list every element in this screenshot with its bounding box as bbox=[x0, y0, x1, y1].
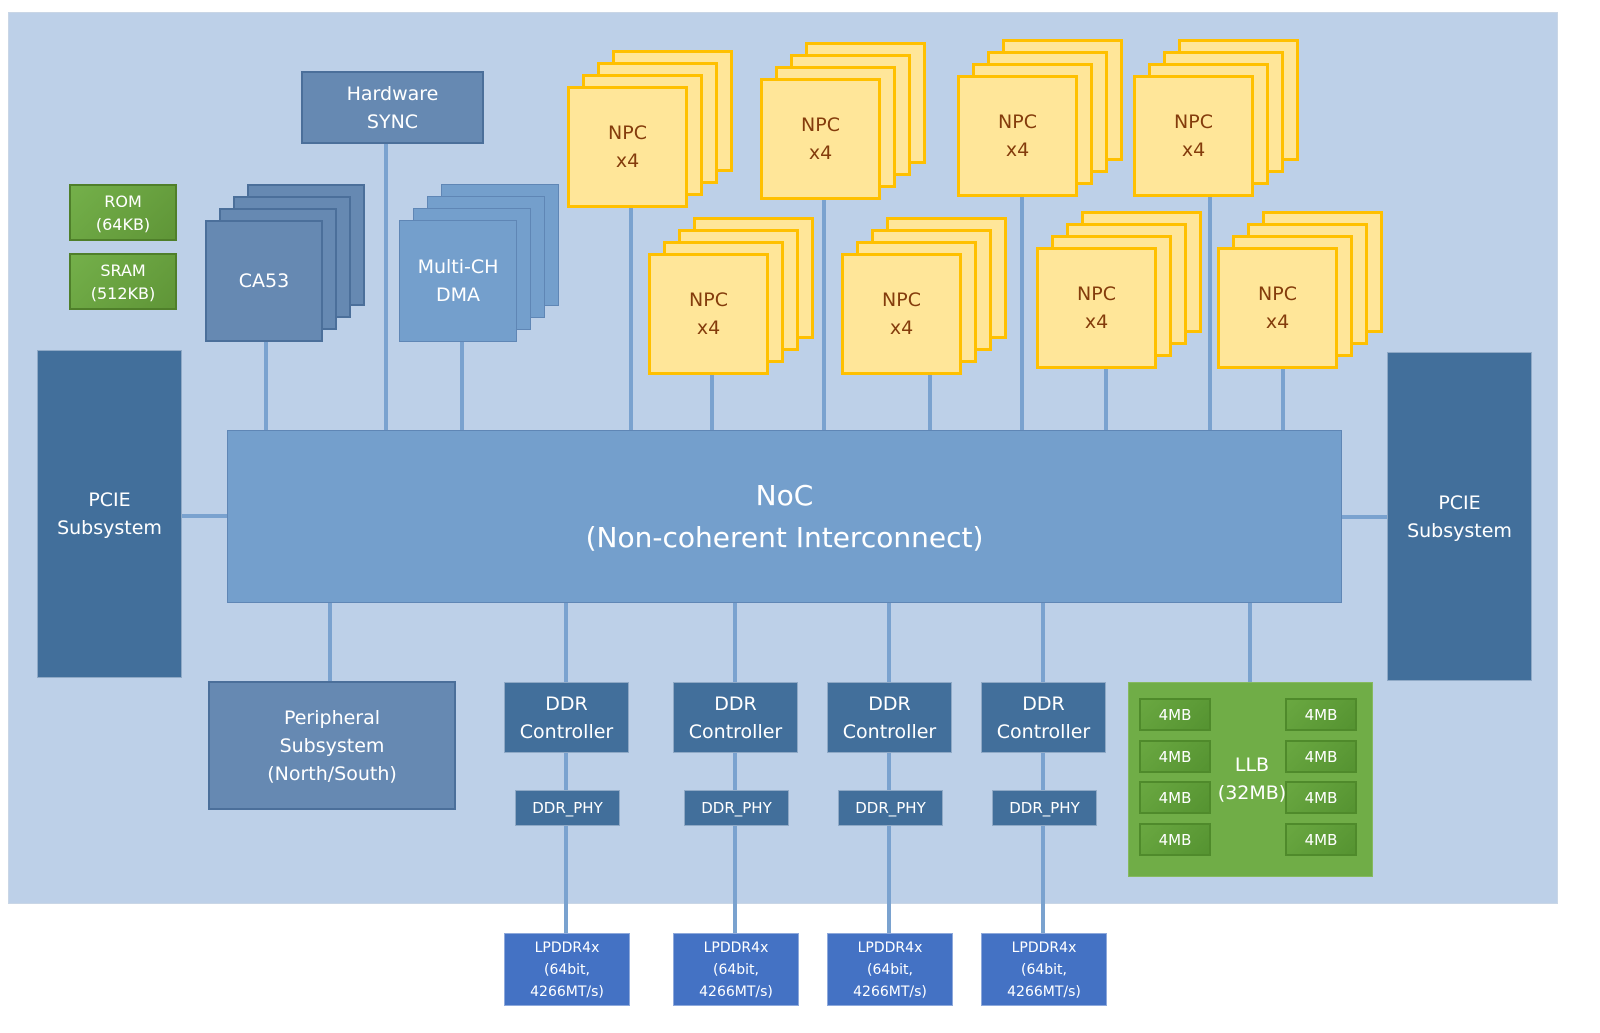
llb-bank: 4MB bbox=[1139, 781, 1211, 814]
ddr-controller: DDR Controller bbox=[673, 682, 798, 753]
llb-bank: 4MB bbox=[1139, 740, 1211, 773]
wire-vertical bbox=[1281, 368, 1285, 430]
noc-subtitle: (Non-coherent Interconnect) bbox=[585, 520, 984, 554]
llb-bank: 4MB bbox=[1139, 823, 1211, 856]
llb-bank: 4MB bbox=[1139, 698, 1211, 731]
npc-cluster-3-front: NPC x4 bbox=[957, 75, 1078, 197]
ddr-controller: DDR Controller bbox=[981, 682, 1106, 753]
wire-vertical bbox=[887, 753, 891, 790]
lpddr4x-memory: LPDDR4x (64bit, 4266MT/s) bbox=[504, 933, 630, 1006]
wire-horizontal bbox=[182, 514, 228, 518]
ddr-phy: DDR_PHY bbox=[684, 790, 789, 826]
ddr-phy: DDR_PHY bbox=[515, 790, 620, 826]
wire-vertical bbox=[460, 340, 464, 430]
wire-vertical bbox=[710, 375, 714, 430]
llb-bank: 4MB bbox=[1285, 740, 1357, 773]
npc-cluster-2-front: NPC x4 bbox=[760, 78, 881, 200]
wire-vertical bbox=[928, 375, 932, 430]
wire-horizontal bbox=[1341, 515, 1388, 519]
npc-cluster-1-front: NPC x4 bbox=[567, 86, 688, 208]
wire-vertical bbox=[1104, 369, 1108, 430]
noc-title: NoC bbox=[755, 478, 814, 512]
ddr-phy: DDR_PHY bbox=[838, 790, 943, 826]
wire-vertical bbox=[1041, 826, 1045, 933]
wire-vertical bbox=[733, 603, 737, 682]
dma-channel-front: Multi-CH DMA bbox=[399, 220, 517, 342]
wire-vertical bbox=[564, 826, 568, 933]
ddr-controller: DDR Controller bbox=[827, 682, 952, 753]
lpddr4x-memory: LPDDR4x (64bit, 4266MT/s) bbox=[827, 933, 953, 1006]
npc-cluster-8-front: NPC x4 bbox=[1217, 247, 1338, 369]
noc-block: NoC (Non-coherent Interconnect) bbox=[227, 430, 1342, 603]
hardware-sync-block: Hardware SYNC bbox=[301, 71, 484, 144]
npc-cluster-7-front: NPC x4 bbox=[1036, 247, 1157, 369]
wire-vertical bbox=[1041, 603, 1045, 682]
wire-vertical bbox=[264, 341, 268, 430]
ddr-phy: DDR_PHY bbox=[992, 790, 1097, 826]
wire-vertical bbox=[564, 753, 568, 790]
wire-vertical bbox=[887, 603, 891, 682]
llb-label: LLB (32MB) bbox=[1217, 754, 1287, 804]
llb-bank: 4MB bbox=[1285, 698, 1357, 731]
wire-vertical bbox=[564, 603, 568, 682]
wire-vertical bbox=[629, 207, 633, 430]
llb-bank: 4MB bbox=[1285, 823, 1357, 856]
wire-vertical bbox=[1248, 603, 1252, 682]
ca53-core-front: CA53 bbox=[205, 220, 323, 342]
wire-vertical bbox=[822, 200, 826, 430]
pcie-subsystem-right: PCIE Subsystem bbox=[1387, 352, 1532, 681]
npc-cluster-6-front: NPC x4 bbox=[841, 253, 962, 375]
wire-vertical bbox=[328, 603, 332, 681]
wire-vertical bbox=[1208, 196, 1212, 430]
llb-bank: 4MB bbox=[1285, 781, 1357, 814]
wire-vertical bbox=[1020, 196, 1024, 430]
ddr-controller: DDR Controller bbox=[504, 682, 629, 753]
wire-vertical bbox=[1041, 753, 1045, 790]
wire-vertical bbox=[384, 144, 388, 430]
wire-vertical bbox=[733, 753, 737, 790]
sram-block: SRAM (512KB) bbox=[69, 253, 177, 310]
pcie-subsystem-left: PCIE Subsystem bbox=[37, 350, 182, 678]
wire-vertical bbox=[887, 826, 891, 933]
lpddr4x-memory: LPDDR4x (64bit, 4266MT/s) bbox=[673, 933, 799, 1006]
npc-cluster-5-front: NPC x4 bbox=[648, 253, 769, 375]
lpddr4x-memory: LPDDR4x (64bit, 4266MT/s) bbox=[981, 933, 1107, 1006]
wire-vertical bbox=[733, 826, 737, 933]
peripheral-subsystem: Peripheral Subsystem (North/South) bbox=[208, 681, 456, 810]
rom-block: ROM (64KB) bbox=[69, 184, 177, 241]
npc-cluster-4-front: NPC x4 bbox=[1133, 75, 1254, 197]
